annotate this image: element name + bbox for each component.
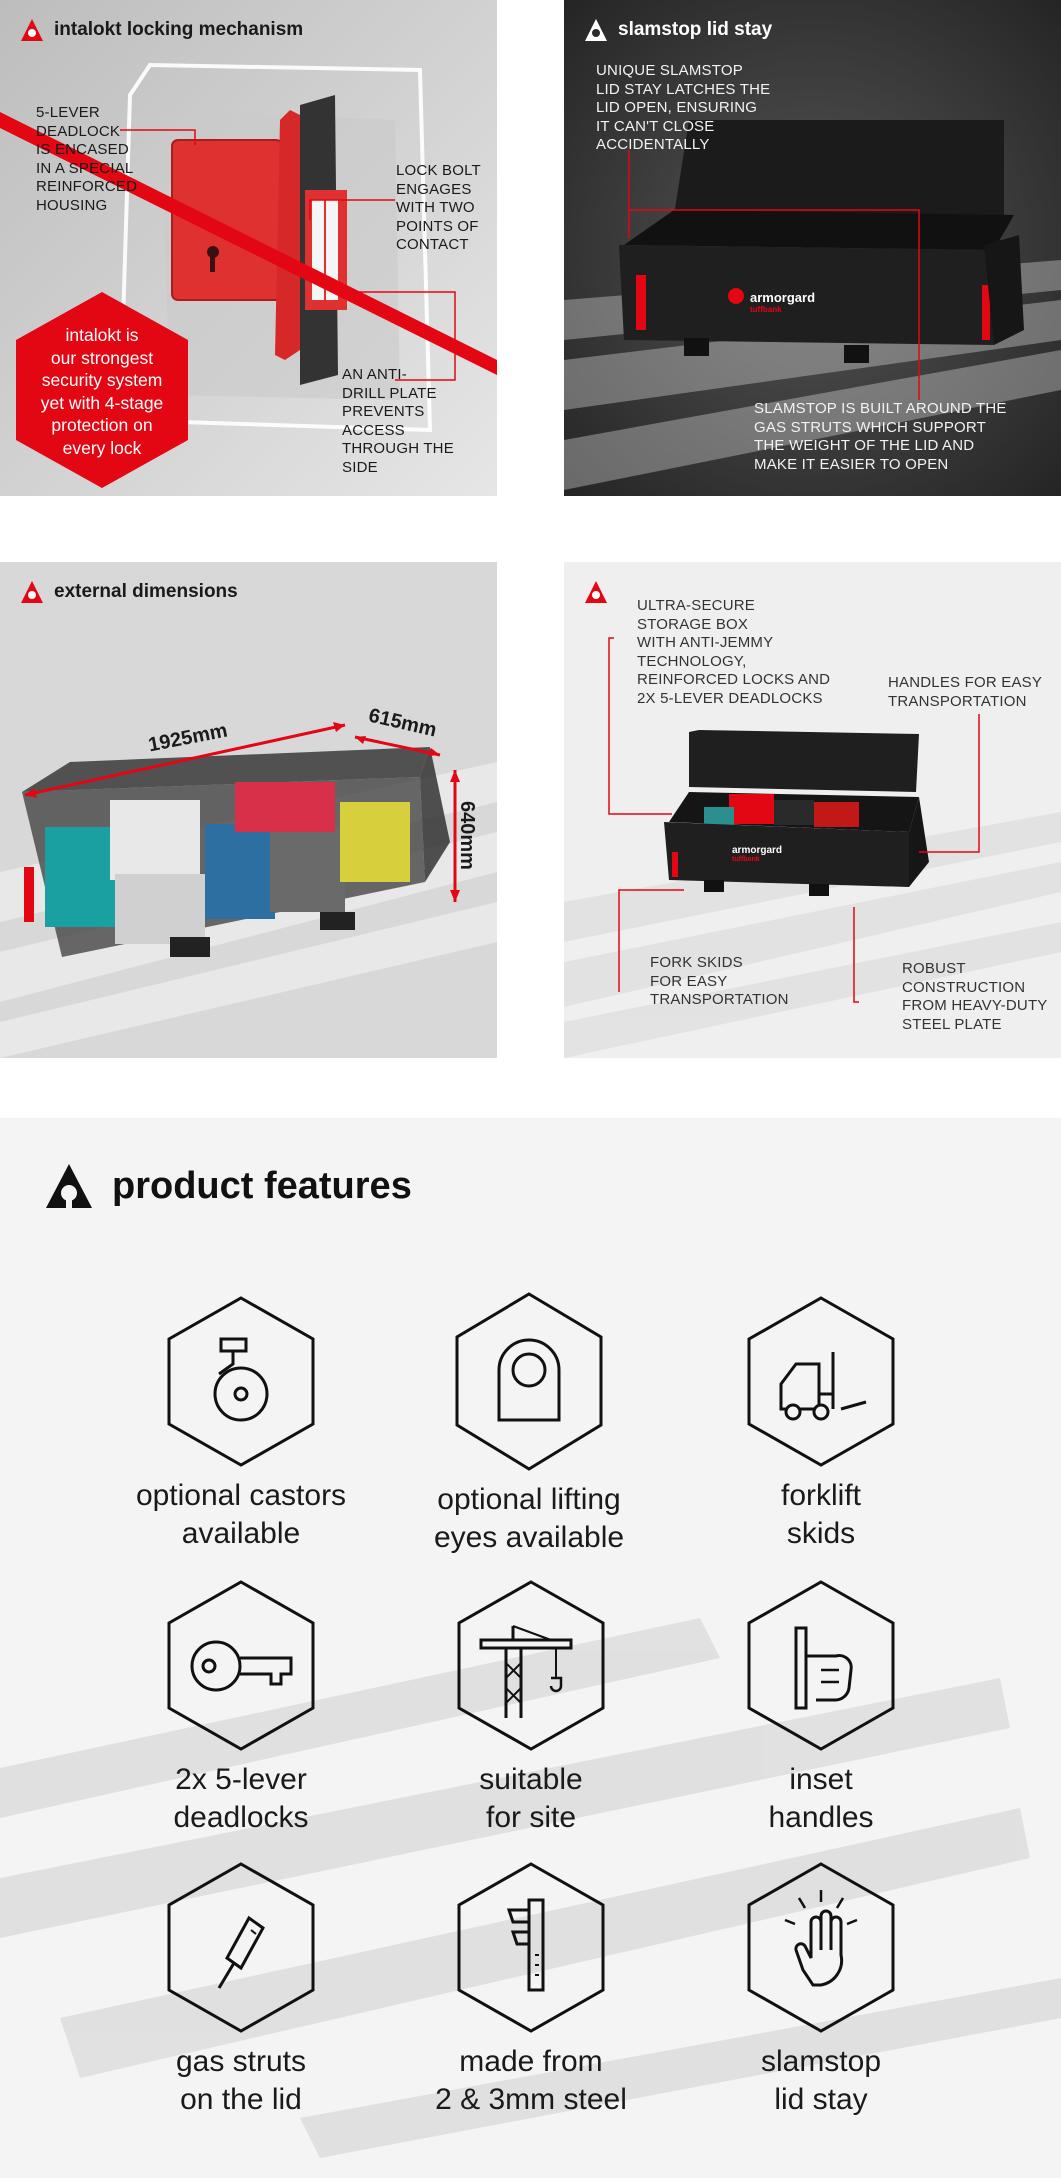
feature-lifting-eyes: optional lifting eyes available	[384, 1290, 674, 1557]
slamstop-top-annotation: UNIQUE SLAMSTOP LID STAY LATCHES THE LID…	[596, 62, 771, 153]
feature-label: optional castors available	[135, 1479, 347, 1550]
dimensions-illustration	[0, 562, 497, 1058]
overview-illustration	[564, 637, 1061, 1058]
handles-annotation: HANDLES FOR EASY TRANSPORTATION	[888, 674, 1043, 710]
feature-slamstop: slamstop lid stay	[676, 1860, 966, 2119]
feature-label: forklift skids	[780, 1479, 861, 1550]
product-features-title: product features	[112, 1164, 412, 1207]
height-dimension: 640mm	[455, 801, 478, 870]
slamstop-panel: slamstop lid stay UNIQUE SLAMSTOP LID ST…	[564, 0, 1061, 496]
intalokt-panel: intalokt locking mechanism 5-LEVER DEADL…	[0, 0, 497, 496]
gas-strut-icon	[167, 1862, 315, 2033]
brand-name: armorgard	[750, 290, 816, 305]
feature-forklift: forklift skids	[676, 1294, 966, 1553]
key-icon	[167, 1580, 315, 1751]
overview-panel: ULTRA-SECURE STORAGE BOX WITH ANTI-JEMMY…	[564, 562, 1061, 1058]
background-brush-strokes	[0, 1618, 1061, 2158]
feature-label: slamstop lid stay	[760, 2045, 882, 2116]
deadlock-annotation: 5-LEVER DEADLOCK IS ENCASED IN A SPECIAL…	[36, 104, 138, 214]
intalokt-illustration	[0, 0, 497, 496]
product-features-section: product features optional castors availa…	[0, 1118, 1061, 2178]
armorgard-logo-icon	[585, 581, 607, 603]
hand-handle-icon	[747, 1580, 895, 1751]
lifting-eye-icon	[455, 1292, 603, 1471]
slamstop-bottom-annotation: SLAMSTOP IS BUILT AROUND THE GAS STRUTS …	[754, 400, 1007, 473]
feature-deadlocks: 2x 5-lever deadlocks	[96, 1578, 386, 1837]
feature-site: suitable for site	[386, 1578, 676, 1837]
feature-gas-struts: gas struts on the lid	[96, 1860, 386, 2119]
armorgard-logo-icon	[46, 1164, 92, 1208]
feature-castors: optional castors available	[96, 1294, 386, 1553]
feature-label: 2x 5-lever deadlocks	[173, 1763, 309, 1834]
slam-hand-icon	[747, 1862, 895, 2033]
feature-label: inset handles	[768, 1763, 874, 1834]
brand-sub: tuffbank	[750, 305, 782, 314]
robust-construction-annotation: ROBUST CONSTRUCTION FROM HEAVY-DUTY STEE…	[902, 960, 1048, 1033]
armorgard-logo-icon	[21, 19, 43, 41]
dimensions-title: external dimensions	[20, 580, 238, 604]
feature-inset-handles: inset handles	[676, 1578, 966, 1837]
intalokt-title: intalokt locking mechanism	[20, 18, 303, 42]
feature-label: optional lifting eyes available	[433, 1483, 625, 1554]
armorgard-logo-icon	[21, 581, 43, 603]
caliper-icon	[457, 1862, 605, 2033]
panel-title: slamstop lid stay	[618, 19, 773, 40]
feature-label: gas struts on the lid	[175, 2045, 307, 2116]
anti-drill-annotation: AN ANTI- DRILL PLATE PREVENTS ACCESS THR…	[342, 366, 454, 476]
dimensions-panel: external dimensions 1925mm 615mm 640mm	[0, 562, 497, 1058]
feature-label: suitable for site	[479, 1763, 583, 1834]
box-brand-label: armorgard tuffbank	[732, 845, 782, 863]
forklift-icon	[747, 1296, 895, 1467]
armorgard-logo-icon	[585, 19, 607, 41]
crane-icon	[457, 1580, 605, 1751]
panel-title: external dimensions	[54, 581, 238, 602]
intalokt-badge-text: intalokt is our strongest security syste…	[40, 325, 164, 458]
brand-name: armorgard	[732, 845, 783, 856]
slamstop-illustration	[564, 0, 1061, 496]
panel-title: intalokt locking mechanism	[54, 19, 304, 40]
brand-sub: tuffbank	[732, 856, 760, 863]
feature-label: made from 2 & 3mm steel	[435, 2045, 627, 2116]
box-brand-label: armorgard tuffbank	[750, 290, 815, 314]
product-features-header: product features	[44, 1162, 412, 1210]
secure-storage-annotation: ULTRA-SECURE STORAGE BOX WITH ANTI-JEMMY…	[637, 597, 831, 707]
overview-logo	[584, 580, 608, 604]
intalokt-badge	[16, 292, 188, 488]
castor-icon	[167, 1296, 315, 1467]
feature-steel: made from 2 & 3mm steel	[386, 1860, 676, 2119]
lock-bolt-annotation: LOCK BOLT ENGAGES WITH TWO POINTS OF CON…	[396, 162, 481, 253]
slamstop-title: slamstop lid stay	[584, 18, 772, 42]
fork-skids-annotation: FORK SKIDS FOR EASY TRANSPORTATION	[650, 954, 789, 1008]
